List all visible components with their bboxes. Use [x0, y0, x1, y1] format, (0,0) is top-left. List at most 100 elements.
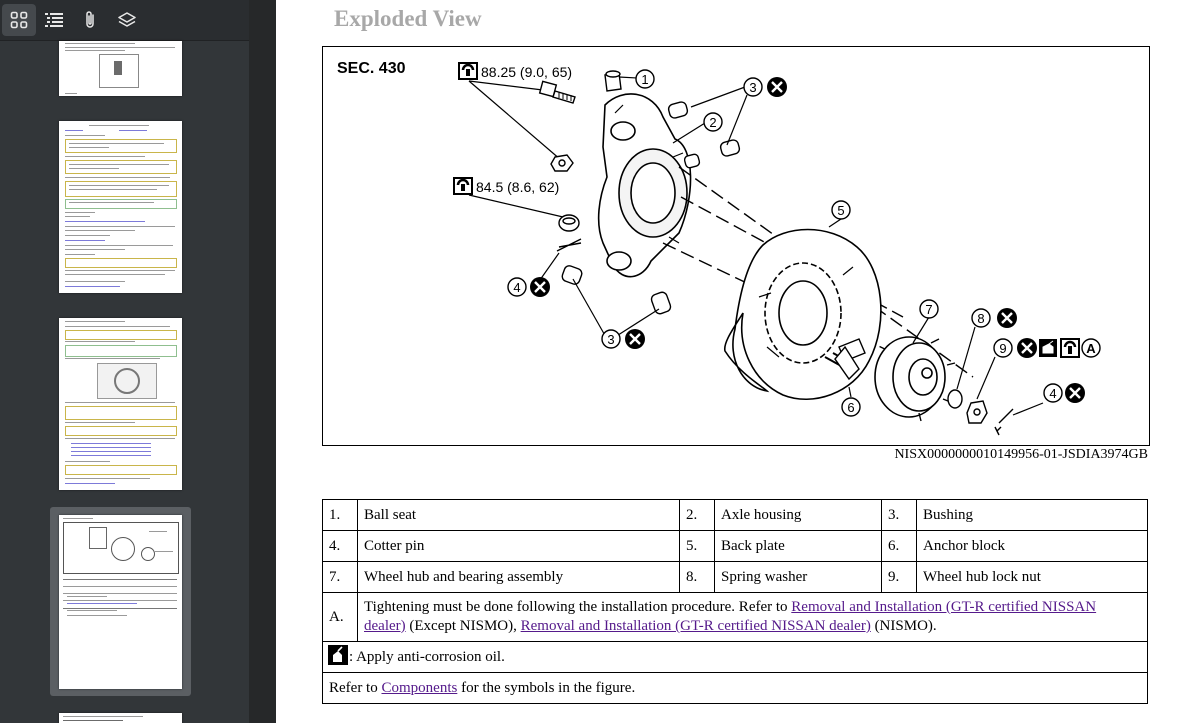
- callout-3-bottom: 3: [601, 329, 621, 349]
- svg-text:5: 5: [837, 203, 844, 218]
- wheel-hub-drawing: [874, 336, 956, 422]
- page-thumbnail-4-current[interactable]: [59, 515, 182, 689]
- figure-id: NISX0000000010149956-01-JSDIA3974GB: [894, 447, 1148, 462]
- layers-view-button[interactable]: [110, 4, 144, 36]
- attachments-view-button[interactable]: [73, 4, 107, 36]
- parts-legend-table: 1. Ball seat 2. Axle housing 3. Bushing …: [322, 499, 1148, 704]
- back-plate-drawing: [723, 228, 882, 400]
- item-label: Back plate: [714, 530, 882, 562]
- callout-7: 7: [919, 299, 939, 319]
- svg-text:1: 1: [641, 72, 648, 87]
- outline-view-button[interactable]: [37, 4, 71, 36]
- note-a-text-3: (NISMO).: [870, 618, 937, 634]
- do-not-reuse-icon: [767, 77, 787, 97]
- item-number: 5.: [679, 530, 715, 562]
- item-number: 6.: [881, 530, 917, 562]
- svg-text:3: 3: [749, 80, 756, 95]
- svg-text:9: 9: [999, 341, 1006, 356]
- table-row: 1. Ball seat 2. Axle housing 3. Bushing: [322, 499, 1148, 531]
- callout-4-left: 4: [507, 277, 527, 297]
- table-row: A. Tightening must be done following the…: [322, 592, 1148, 642]
- torque-wrench-icon: [458, 62, 478, 80]
- refer-text-1: Refer to: [329, 679, 382, 696]
- layers-icon: [118, 12, 136, 27]
- anti-corrosion-oil-icon: [1039, 339, 1057, 357]
- torque-spec-2: 84.5 (8.6, 62): [476, 179, 559, 195]
- components-link[interactable]: Components: [381, 679, 458, 696]
- exploded-view-diagram: SEC. 430 88.25 (9.0, 65) 84.5 (8.6, 62): [337, 60, 1101, 436]
- torque-spec-1: 88.25 (9.0, 65): [481, 64, 572, 80]
- anti-corrosion-oil-icon: [328, 644, 348, 670]
- callout-8: 8: [971, 308, 991, 328]
- note-a-label: A.: [322, 592, 358, 642]
- page-thumbnail-3[interactable]: [59, 318, 182, 490]
- thumbnails-view-button[interactable]: [2, 4, 36, 36]
- note-a-text-1: Tightening must be done following the in…: [364, 599, 792, 615]
- item-number: 1.: [322, 499, 358, 531]
- do-not-reuse-icon: [530, 277, 550, 297]
- note-a-text: Tightening must be done following the in…: [357, 592, 1148, 642]
- symbol-a-icon: A: [1081, 338, 1101, 358]
- page-title: Exploded View: [334, 6, 482, 31]
- sidebar-toolbar: [0, 0, 249, 41]
- list-icon: [45, 13, 63, 27]
- svg-text:7: 7: [925, 302, 932, 317]
- item-label: Anchor block: [916, 530, 1148, 562]
- item-label: Bushing: [916, 499, 1148, 531]
- axle-housing-drawing: [597, 93, 692, 278]
- callout-2: 2: [703, 112, 723, 132]
- page-thumbnail-1[interactable]: [59, 41, 182, 96]
- svg-text:6: 6: [847, 400, 854, 415]
- torque-wrench-icon: [453, 177, 473, 195]
- table-row: : Apply anti-corrosion oil.: [322, 641, 1148, 673]
- item-label: Wheel hub and bearing assembly: [357, 561, 680, 593]
- svg-text:8: 8: [977, 311, 984, 326]
- section-label: SEC. 430: [337, 60, 406, 77]
- table-row: 4. Cotter pin 5. Back plate 6. Anchor bl…: [322, 530, 1148, 562]
- item-number: 4.: [322, 530, 358, 562]
- callout-1: 1: [635, 69, 655, 89]
- thumbnail-list: [0, 41, 249, 723]
- removal-installation-link-nismo[interactable]: Removal and Installation (GT-R certified…: [520, 618, 871, 634]
- item-number: 2.: [679, 499, 715, 531]
- page-thumbnail-5[interactable]: [59, 713, 182, 723]
- torque-wrench-icon: [1060, 338, 1080, 358]
- callout-3-top: 3: [743, 77, 763, 97]
- note-a-text-2: (Except NISMO),: [405, 618, 521, 634]
- oil-note: : Apply anti-corrosion oil.: [322, 641, 1148, 673]
- svg-text:A: A: [1086, 341, 1096, 356]
- item-number: 3.: [881, 499, 917, 531]
- thumbnail-sidebar: [0, 0, 249, 723]
- document-page: Exploded View SEC. 430 88.25 (9.0, 65): [276, 0, 1190, 723]
- svg-text:3: 3: [607, 332, 614, 347]
- grid-icon: [10, 11, 28, 29]
- oil-note-text: : Apply anti-corrosion oil.: [349, 648, 505, 665]
- callout-9: 9: [993, 338, 1013, 358]
- paperclip-icon: [86, 11, 94, 28]
- table-row: Refer to Components for the symbols in t…: [322, 672, 1148, 704]
- do-not-reuse-icon: [625, 329, 645, 349]
- callout-4-right: 4: [1043, 383, 1063, 403]
- refer-note: Refer to Components for the symbols in t…: [322, 672, 1148, 704]
- removal-installation-link-except-nismo[interactable]: Removal and Installation (GT-R certified…: [364, 599, 1097, 634]
- item-label: Wheel hub lock nut: [916, 561, 1148, 593]
- item-label: Cotter pin: [357, 530, 680, 562]
- item-number: 8.: [679, 561, 715, 593]
- svg-text:4: 4: [1049, 386, 1056, 401]
- do-not-reuse-icon: [1017, 338, 1037, 358]
- svg-text:4: 4: [513, 280, 520, 295]
- svg-text:2: 2: [709, 115, 716, 130]
- table-row: 7. Wheel hub and bearing assembly 8. Spr…: [322, 561, 1148, 593]
- item-label: Spring washer: [714, 561, 882, 593]
- item-number: 7.: [322, 561, 358, 593]
- exploded-view-figure: SEC. 430 88.25 (9.0, 65) 84.5 (8.6, 62): [322, 46, 1150, 446]
- callout-6: 6: [841, 397, 861, 417]
- item-number: 9.: [881, 561, 917, 593]
- do-not-reuse-icon: [997, 308, 1017, 328]
- callout-5: 5: [831, 200, 851, 220]
- item-label: Axle housing: [714, 499, 882, 531]
- sidebar-splitter[interactable]: [249, 0, 276, 723]
- page-thumbnail-2[interactable]: [59, 121, 182, 293]
- refer-text-2: for the symbols in the figure.: [457, 679, 636, 696]
- item-label: Ball seat: [357, 499, 680, 531]
